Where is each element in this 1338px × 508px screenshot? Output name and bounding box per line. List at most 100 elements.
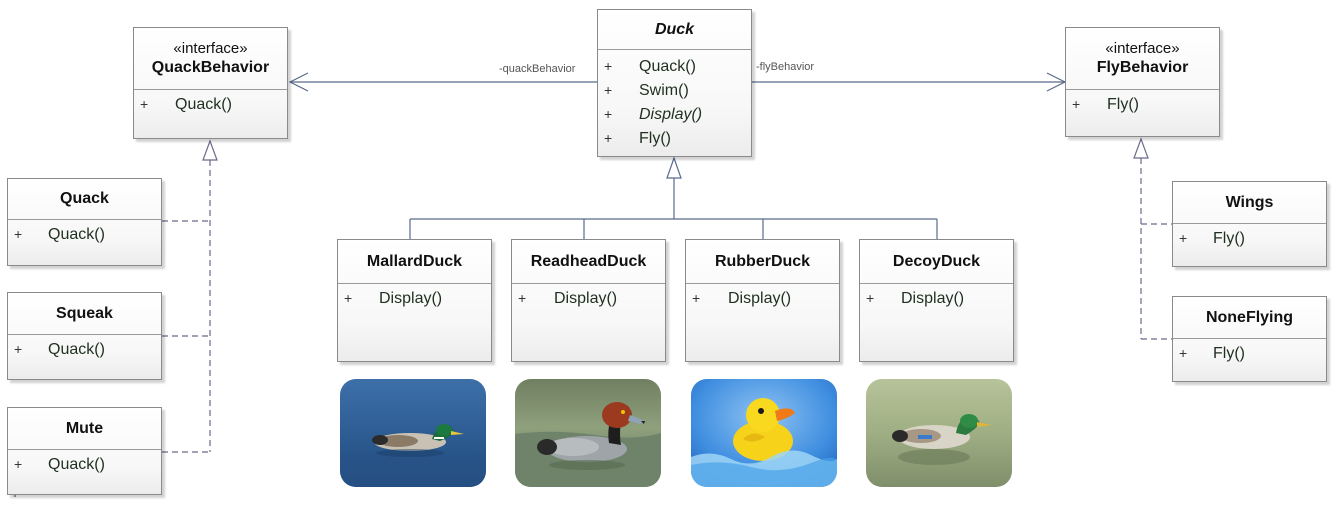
decoyduck-class-name: DecoyDuck — [892, 252, 981, 270]
rubberduck-class-header: RubberDuck — [686, 240, 839, 284]
operation-name: Quack() — [48, 456, 105, 473]
mallardduck-class-operations: + Display() — [338, 284, 491, 314]
duck-class-header: Duck — [598, 10, 751, 50]
quack-behavior-operations: +Quack() — [134, 90, 287, 120]
duck-op-swim[interactable]: + Swim() — [598, 82, 751, 106]
operation-name: Fly() — [1107, 96, 1139, 113]
mute-class-op-quack[interactable]: + Quack() — [8, 456, 161, 480]
operation-name: Display() — [554, 290, 618, 307]
rubberduck-class-operations: + Display() — [686, 284, 839, 314]
squeak-class[interactable]: Squeak + Quack() — [7, 292, 162, 380]
decoyduck-class[interactable]: DecoyDuck + Display() — [859, 239, 1014, 362]
realization-fly-triangle — [1133, 137, 1149, 159]
quack-class-name: Quack — [60, 190, 109, 207]
mallardduck-class-header: MallardDuck — [338, 240, 491, 284]
noneflying-class-op-fly[interactable]: + Fly() — [1173, 345, 1326, 369]
rubberduck-op-display[interactable]: + Display() — [686, 290, 839, 314]
fly-role-label: -flyBehavior — [756, 61, 815, 73]
mallard-duck-photo — [340, 379, 486, 487]
rubberduck-class-name: RubberDuck — [714, 252, 811, 270]
fly-behavior-operations: + Fly() — [1066, 90, 1219, 120]
duck-op-fly[interactable]: + Fly() — [598, 130, 751, 154]
decoy-duck-photo — [866, 379, 1012, 487]
decoyduck-op-display[interactable]: + Display() — [860, 290, 1013, 314]
visibility-public: + — [692, 290, 701, 306]
wings-class-op-fly[interactable]: + Fly() — [1173, 230, 1326, 254]
fly-behavior-name: FlyBehavior — [1096, 58, 1189, 76]
visibility-public: + — [1072, 96, 1081, 112]
decoyduck-class-operations: + Display() — [860, 284, 1013, 314]
quack-class[interactable]: Quack + Quack() — [7, 178, 162, 266]
visibility-public: + — [140, 96, 149, 112]
quack-behavior-op-quack[interactable]: +Quack() — [134, 96, 287, 120]
quack-behavior-name: QuackBehavior — [151, 58, 270, 76]
visibility-public: + — [604, 106, 613, 122]
wings-class-name: Wings — [1225, 193, 1274, 211]
quack-behavior-interface[interactable]: «interface» QuackBehavior +Quack() — [133, 27, 288, 139]
visibility-public: + — [14, 226, 23, 242]
visibility-public: + — [518, 290, 527, 306]
visibility-public: + — [344, 290, 353, 306]
readheadduck-op-display[interactable]: + Display() — [512, 290, 665, 314]
operation-name: Display() — [728, 290, 792, 307]
quack-class-header: Quack — [8, 179, 161, 220]
duck-class[interactable]: Duck + Quack() + Swim() + Display() + Fly() — [597, 9, 752, 157]
mute-class-header: Mute — [8, 408, 161, 450]
fly-behavior-op-fly[interactable]: + Fly() — [1066, 96, 1219, 120]
readheadduck-class-operations: + Display() — [512, 284, 665, 314]
fly-behavior-interface[interactable]: «interface» FlyBehavior + Fly() — [1065, 27, 1220, 137]
mallardduck-class-name: MallardDuck — [366, 252, 463, 270]
duck-operations: + Quack() + Swim() + Display() + Fly() — [598, 50, 751, 154]
fly-behavior-header: «interface» FlyBehavior — [1066, 28, 1219, 90]
visibility-public: + — [1179, 345, 1188, 361]
noneflying-class-operations: + Fly() — [1173, 339, 1326, 369]
operation-name: Swim() — [639, 82, 689, 99]
visibility-public: + — [604, 130, 613, 146]
mute-class-operations: + Quack() — [8, 450, 161, 480]
wings-class[interactable]: Wings + Fly() — [1172, 181, 1327, 267]
operation-name: Display() — [379, 290, 443, 307]
visibility-public: + — [14, 456, 23, 472]
mallardduck-op-display[interactable]: + Display() — [338, 290, 491, 314]
mute-class[interactable]: Mute + Quack() — [7, 407, 162, 495]
wings-class-header: Wings — [1173, 182, 1326, 224]
redhead-duck-photo — [515, 379, 661, 487]
operation-name: Fly() — [639, 130, 671, 147]
squeak-class-operations: + Quack() — [8, 335, 161, 365]
quack-behavior-header: «interface» QuackBehavior — [134, 28, 287, 90]
operation-name: Quack() — [48, 341, 105, 358]
visibility-public: + — [866, 290, 875, 306]
noneflying-class-name: NoneFlying — [1205, 308, 1294, 326]
operation-name: Display() — [639, 106, 703, 123]
stereotype-label: «interface» — [1105, 39, 1180, 57]
noneflying-class-header: NoneFlying — [1173, 297, 1326, 339]
realization-quack-triangle — [202, 139, 218, 161]
squeak-class-name: Squeak — [56, 304, 113, 322]
mallardduck-class[interactable]: MallardDuck + Display() — [337, 239, 492, 362]
duck-op-quack[interactable]: + Quack() — [598, 58, 751, 82]
generalization-duck-triangle — [666, 156, 682, 179]
operation-name: Display() — [901, 290, 965, 307]
visibility-public: + — [604, 82, 613, 98]
readheadduck-class-name: ReadheadDuck — [530, 252, 647, 270]
wings-class-operations: + Fly() — [1173, 224, 1326, 254]
visibility-public: + — [14, 341, 23, 357]
noneflying-class[interactable]: NoneFlying + Fly() — [1172, 296, 1327, 382]
duck-class-name: Duck — [654, 20, 695, 38]
association-quack-arrowhead — [288, 72, 309, 92]
quack-role-label: -quackBehavior — [499, 63, 576, 75]
visibility-public: + — [1179, 230, 1188, 246]
operation-name: Quack() — [48, 226, 105, 243]
duck-op-display[interactable]: + Display() — [598, 106, 751, 130]
squeak-class-header: Squeak — [8, 293, 161, 335]
quack-class-operations: + Quack() — [8, 220, 161, 250]
rubberduck-class[interactable]: RubberDuck + Display() — [685, 239, 840, 362]
squeak-class-op-quack[interactable]: + Quack() — [8, 341, 161, 365]
operation-name: Fly() — [1213, 345, 1245, 362]
visibility-public: + — [604, 58, 613, 74]
mute-class-name: Mute — [65, 419, 104, 437]
operation-name: Fly() — [1213, 230, 1245, 247]
operation-name: Quack() — [639, 58, 696, 75]
readheadduck-class[interactable]: ReadheadDuck + Display() — [511, 239, 666, 362]
quack-class-op-quack[interactable]: + Quack() — [8, 226, 161, 250]
